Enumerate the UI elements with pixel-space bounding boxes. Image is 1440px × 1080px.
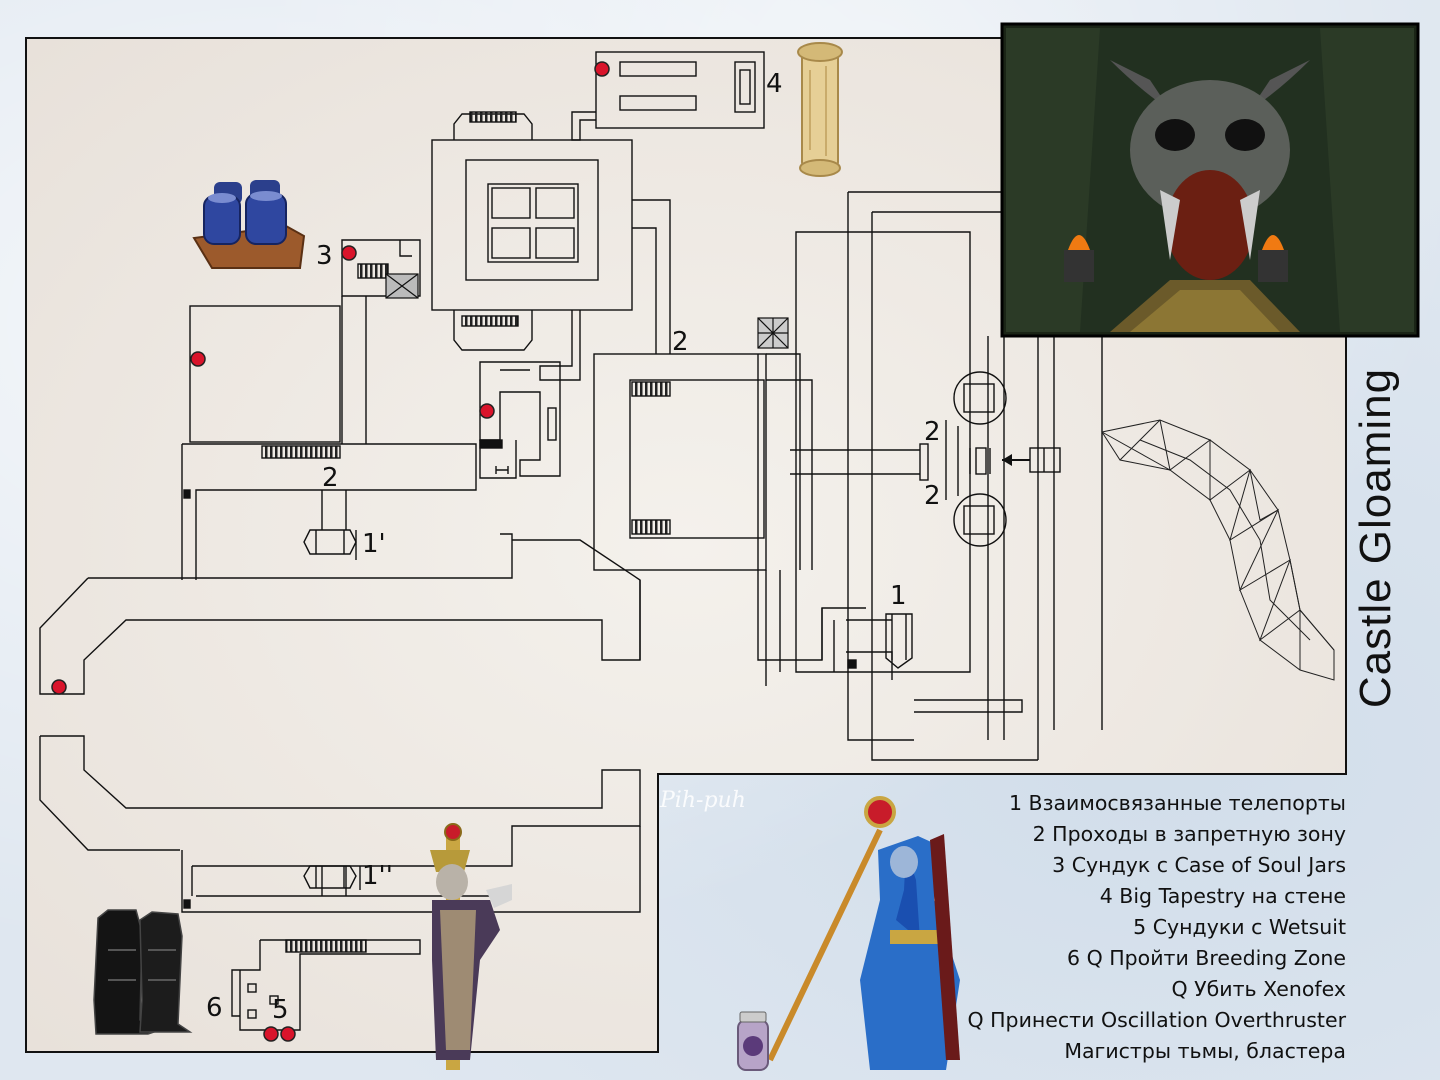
jar-icon	[737, 1011, 769, 1071]
marker-chest-3	[341, 245, 357, 261]
watermark: Pih-puh	[660, 788, 746, 813]
legend-item: 1 Взаимосвязанные телепорты	[1008, 791, 1346, 815]
label-2-circle-a: 2	[924, 417, 941, 447]
marker-tapestry-room	[594, 61, 610, 77]
label-2-circle-b: 2	[924, 481, 941, 511]
label-6: 6	[206, 993, 223, 1023]
legend: 1 Взаимосвязанные телепорты 2 Проходы в …	[900, 788, 1346, 1067]
soul-jars-icon	[192, 180, 306, 269]
map-labels: 4 3 2 2 2 2 1' 1'' 1 6 5	[206, 69, 941, 1025]
legend-item: Q Убить Xenofex	[1171, 977, 1346, 1001]
tapestry-icon	[797, 42, 843, 177]
legend-item: 2 Проходы в запретную зону	[1032, 822, 1346, 846]
lord-icon	[430, 823, 512, 1070]
entrance-arrow-icon	[1002, 454, 1030, 466]
label-1p: 1'	[362, 529, 386, 559]
map-title: Castle Gloaming	[1316, 352, 1436, 724]
boots-icon	[93, 909, 193, 1035]
label-2-top: 2	[672, 327, 689, 357]
label-5: 5	[272, 995, 289, 1025]
marker-chest-5b	[280, 1026, 296, 1042]
legend-item: Q Принести Oscillation Overthruster	[967, 1008, 1346, 1032]
legend-item: 6 Q Пройти Breeding Zone	[1067, 946, 1346, 970]
legend-item: Магистры тьмы, бластера	[1064, 1039, 1346, 1063]
marker-left-corridor	[51, 679, 67, 695]
label-1pp: 1''	[362, 861, 393, 891]
legend-item: 4 Big Tapestry на стене	[1099, 884, 1346, 908]
label-1: 1	[890, 581, 907, 611]
legend-item: 3 Сундук с Case of Soul Jars	[1052, 853, 1346, 877]
marker-middle-room	[479, 403, 495, 419]
label-4: 4	[766, 69, 783, 99]
chest-markers	[51, 61, 610, 1042]
label-3: 3	[316, 241, 333, 271]
hatched-tiles	[385, 273, 789, 349]
map-title-text: Castle Gloaming	[1351, 367, 1401, 709]
legend-item: 5 Сундуки с Wetsuit	[1133, 915, 1346, 939]
label-2-corridor: 2	[322, 463, 339, 493]
marker-left-room	[190, 351, 206, 367]
map-walls	[39, 51, 1103, 1031]
wizard-icon	[767, 796, 960, 1070]
skull-gate-scene	[1000, 22, 1420, 338]
marker-chest-5a	[263, 1026, 279, 1042]
wireframe-tunnel-icon	[1101, 419, 1335, 681]
